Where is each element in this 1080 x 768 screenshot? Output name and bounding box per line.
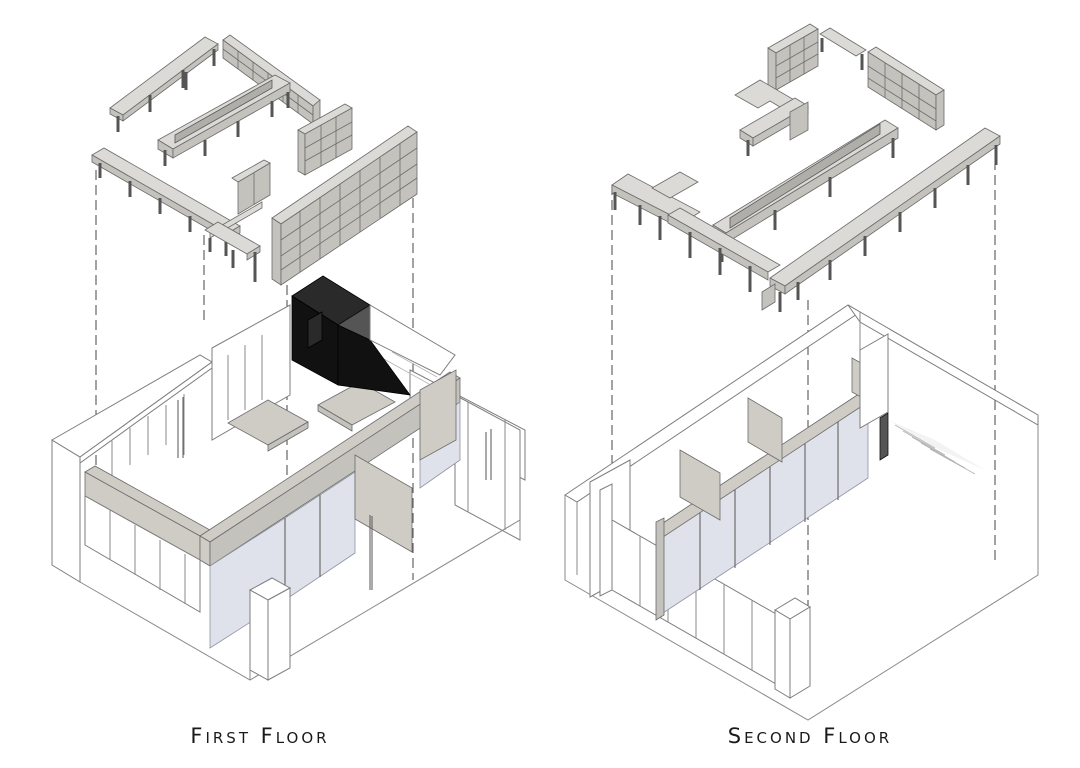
tall-shelf-second [767,23,819,91]
first-floor-diagram [51,34,526,681]
stair-lines-second [888,420,985,475]
front-window-grid [84,495,201,613]
desk-left-second [611,171,781,292]
second-floor-building [564,304,1039,721]
left-window-grid [111,394,185,475]
first-floor-furniture-exploded [91,34,418,286]
second-floor-label: Second Floor [727,724,893,748]
desk-top-second [819,27,867,70]
first-floor-building [51,275,526,681]
bookshelf-right [271,125,418,286]
first-floor-label: First Floor [190,724,330,748]
desk-with-hutch [204,159,271,282]
shelf-right-second [867,46,945,131]
second-floor-diagram [564,23,1039,721]
central-desk [157,74,291,166]
second-floor-furniture-exploded [611,23,1001,312]
l-desk-second [734,79,809,156]
desk-top-left [109,36,219,132]
black-stair-volume [291,275,456,396]
cubby-shelf-small [297,103,353,176]
central-desk-second [712,119,899,262]
desk-front-second [761,127,1001,312]
